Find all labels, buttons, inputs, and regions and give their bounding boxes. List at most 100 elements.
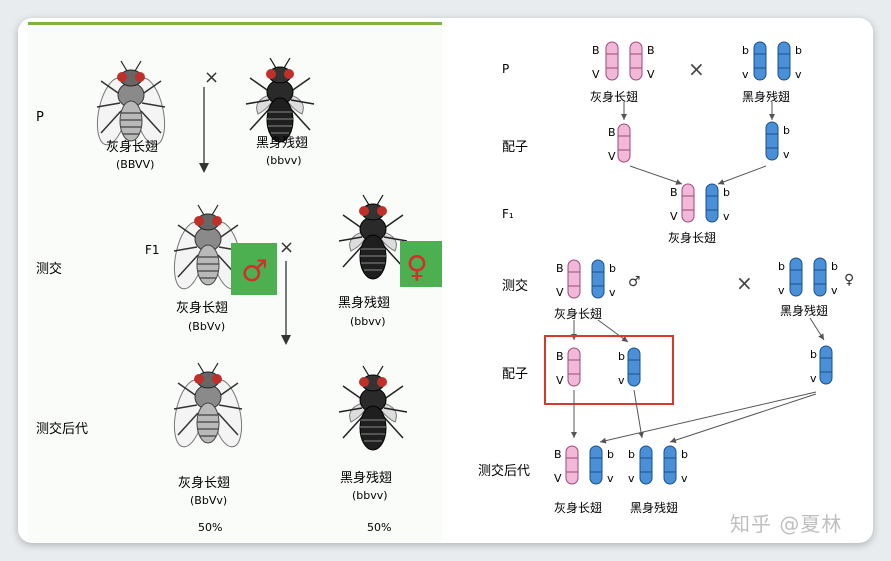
allele-label: B	[647, 44, 655, 57]
left-off-gray-name: 灰身长翅	[178, 475, 230, 491]
allele-label: V	[647, 68, 655, 81]
left-label-testcross: 测交	[36, 261, 62, 277]
p-gray-long-label: 灰身长翅	[590, 89, 638, 104]
left-cross-mark-p: ×	[204, 67, 219, 88]
tc-tester-blue-chr-2	[813, 257, 827, 297]
right-diagram-svg: P 配子 F₁ 测交 配子 测交后代 B V B V 灰身长翅 × b v b …	[478, 41, 854, 515]
allele-label: b	[618, 350, 625, 363]
left-cross-mark-f1: ×	[279, 237, 294, 258]
f1-gray-long-label: 灰身长翅	[668, 230, 716, 245]
allele-label: B	[670, 186, 678, 199]
right-label-gametes2: 配子	[502, 367, 528, 382]
off-pink-chr	[565, 445, 579, 485]
off-blue-chr-2	[639, 445, 653, 485]
fly-black-vestigial-p	[245, 57, 315, 143]
allele-label: v	[607, 472, 614, 485]
gamete2-blue-chr	[627, 347, 641, 387]
f1-blue-chr	[705, 183, 719, 223]
allele-label: B	[556, 350, 564, 363]
tc-blue-chr	[591, 259, 605, 299]
fly-black-vestigial-offspring	[338, 365, 408, 451]
tc-tester-blue-chr-1	[789, 257, 803, 297]
left-f1-gray-geno: (BbVv)	[188, 320, 225, 333]
tc-female-symbol: ♀	[844, 272, 854, 288]
gamete2-tester-blue-chr	[819, 345, 833, 385]
gamete-blue-chr	[765, 121, 779, 161]
left-off-black-name: 黑身残翅	[340, 470, 392, 486]
gamete2-pink-chr	[567, 347, 581, 387]
off-black-vestigial-label: 黑身残翅	[630, 500, 678, 515]
p-black-vestigial-label: 黑身残翅	[742, 89, 790, 104]
allele-label: v	[778, 284, 785, 297]
off-blue-chr-1	[589, 445, 603, 485]
off-blue-chr-3	[663, 445, 677, 485]
allele-label: b	[723, 186, 730, 199]
allele-label: V	[592, 68, 600, 81]
arrowhead-f1-to-offspring	[281, 335, 291, 345]
right-label-p: P	[502, 62, 509, 76]
left-tester-name: 黑身残翅	[338, 295, 390, 311]
allele-label: b	[810, 348, 817, 361]
allele-label: b	[778, 260, 785, 273]
left-p-gray-geno: (BBVV)	[116, 158, 154, 171]
allele-label: v	[810, 372, 817, 385]
tc-male-symbol: ♂	[628, 274, 641, 290]
left-f1-gray-name: 灰身长翅	[176, 300, 228, 316]
p-blue-chr-2	[777, 41, 791, 81]
allele-label: b	[783, 124, 790, 137]
arrow-gamete-f1-right	[717, 165, 767, 185]
allele-label: V	[556, 286, 564, 299]
p-pink-chr-1	[605, 41, 619, 81]
fly-cross-illustration: P × 灰身长翅 (BBVV) 黑身残翅 (bbvv) F1 测交 ♂ × ♀ …	[28, 22, 442, 542]
allele-label: V	[556, 374, 564, 387]
allele-label: v	[742, 68, 749, 81]
arrow-tc-gamete-right	[809, 317, 825, 341]
left-off-black-geno: (bbvv)	[352, 489, 388, 502]
allele-label: b	[742, 44, 749, 57]
p-pink-chr-2	[629, 41, 643, 81]
allele-label: v	[795, 68, 802, 81]
right-label-gametes: 配子	[502, 140, 528, 155]
left-p-black-geno: (bbvv)	[266, 154, 302, 167]
fly-gray-long-offspring	[168, 362, 248, 451]
right-cross-mark-p: ×	[688, 57, 705, 81]
arrow-off-2	[633, 389, 644, 439]
allele-label: V	[608, 150, 616, 163]
left-p-black-name: 黑身残翅	[256, 135, 308, 151]
allele-label: b	[831, 260, 838, 273]
allele-label: B	[608, 126, 616, 139]
gamete-pink-chr	[617, 123, 631, 163]
arrowhead-p-to-f1	[199, 163, 209, 173]
tc-gray-long-label: 灰身长翅	[554, 306, 602, 321]
left-label-f1: F1	[145, 243, 160, 257]
left-diagram-svg: P × 灰身长翅 (BBVV) 黑身残翅 (bbvv) F1 测交 ♂ × ♀ …	[36, 57, 442, 534]
allele-label: v	[628, 472, 635, 485]
left-label-p: P	[36, 110, 44, 125]
arrow-gamete-f1-left	[629, 165, 683, 185]
arrow-off-4	[669, 393, 817, 443]
allele-label: b	[607, 448, 614, 461]
female-symbol: ♀	[406, 250, 428, 285]
highlight-box-gametes	[544, 335, 674, 405]
male-symbol-box	[231, 243, 277, 295]
right-label-testcross: 测交	[502, 278, 528, 294]
f1-pink-chr	[681, 183, 695, 223]
tc-black-vestigial-label: 黑身残翅	[780, 303, 828, 318]
fly-gray-long-p	[91, 60, 171, 149]
female-symbol-box	[400, 241, 442, 287]
allele-label: v	[681, 472, 688, 485]
allele-label: v	[723, 210, 730, 223]
left-label-offspring: 测交后代	[36, 421, 88, 437]
allele-label: v	[831, 284, 838, 297]
allele-label: v	[618, 374, 625, 387]
arrow-off-3	[599, 391, 817, 444]
allele-label: b	[609, 262, 616, 275]
left-off-gray-geno: (BbVv)	[190, 494, 227, 507]
right-label-f1: F₁	[502, 207, 514, 221]
left-p-gray-name: 灰身长翅	[106, 139, 158, 155]
fly-black-vestigial-tester	[338, 194, 408, 280]
off-gray-long-label: 灰身长翅	[554, 500, 602, 515]
left-tester-geno: (bbvv)	[350, 315, 386, 328]
allele-label: B	[592, 44, 600, 57]
allele-label: v	[783, 148, 790, 161]
